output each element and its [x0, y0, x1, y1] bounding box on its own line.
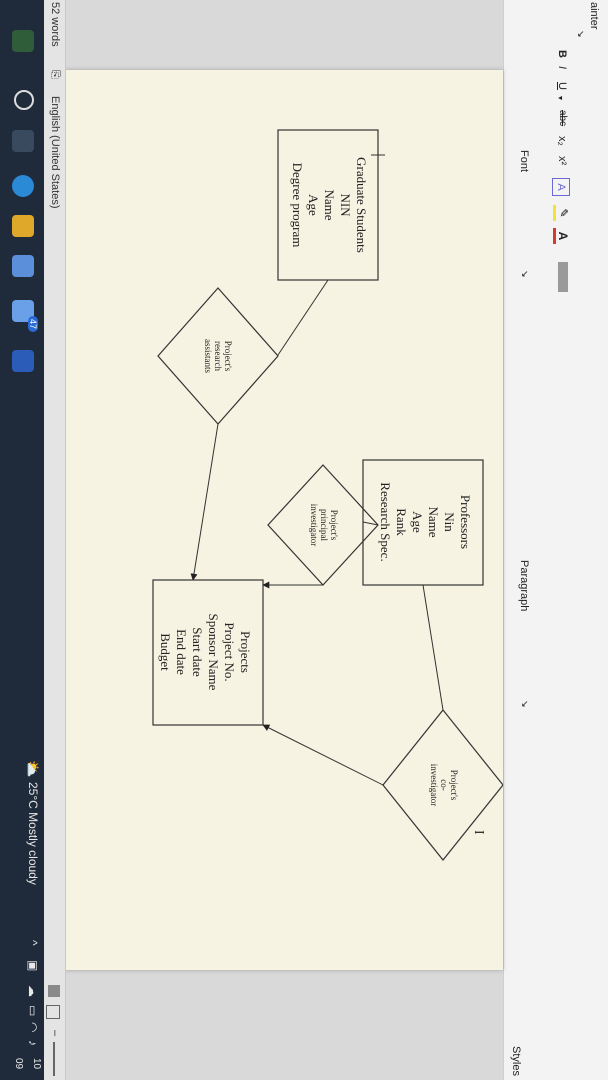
projects-field-no: Project No.: [222, 622, 237, 681]
ribbon-control-gray[interactable]: [558, 262, 568, 292]
projects-field-start: Start date: [190, 627, 205, 677]
italic-button[interactable]: I: [556, 66, 568, 70]
projects-field-sponsor: Sponsor Name: [206, 614, 221, 691]
professors-principal-link: [362, 521, 379, 526]
document-page[interactable]: Graduate Students NIN Name Age Degree pr…: [33, 70, 504, 970]
co-investigator-relationship: [382, 709, 504, 861]
grad-to-assistants-line: [277, 279, 329, 356]
font-color-bar: [553, 228, 556, 244]
format-painter-label[interactable]: ainter: [588, 2, 600, 30]
professors-field-name: Name: [426, 506, 441, 537]
edge-icon[interactable]: [12, 175, 34, 197]
language-indicator[interactable]: English (United States): [49, 96, 61, 209]
paragraph-group-label: Paragraph: [518, 560, 530, 612]
font-launcher-icon[interactable]: ↘: [520, 270, 530, 278]
font-color-icon[interactable]: A: [556, 231, 570, 241]
highlight-icon[interactable]: ✎: [557, 208, 569, 218]
principal-label-1: Project's: [329, 510, 339, 541]
proofing-icon[interactable]: ⎘: [49, 70, 61, 79]
wifi-icon[interactable]: ◠: [26, 1022, 40, 1033]
professors-title: Professors: [458, 495, 473, 549]
battery-icon[interactable]: ▭: [26, 1005, 40, 1017]
graduate-field-nin: NIN: [338, 193, 353, 217]
ribbon: ainter ↘ B I U ▾ abc x₂ x² A ✎ A Font ↘ …: [503, 0, 608, 1080]
co-investigator-label-3: investigator: [429, 764, 439, 807]
professors-field-age: Age: [410, 511, 425, 533]
projects-title: Projects: [238, 631, 253, 673]
professors-field-research: Research Spec.: [378, 482, 393, 561]
graduate-field-name: Name: [322, 189, 337, 220]
zoom-slider[interactable]: [53, 1042, 55, 1076]
font-group-label: Font: [518, 150, 530, 173]
co-investigator-label-2: co-: [439, 779, 449, 791]
zoom-out-button[interactable]: –: [49, 1030, 61, 1037]
graduate-field-degree: Degree program: [290, 163, 305, 248]
projects-field-end: End date: [174, 629, 189, 675]
assistants-label-3: assistants: [203, 339, 213, 373]
professors-field-nin: Nin: [442, 512, 457, 532]
tray-chevron-icon[interactable]: ^: [26, 940, 40, 946]
word-count[interactable]: 52 words: [49, 2, 61, 47]
strikethrough-button[interactable]: abc: [557, 110, 568, 127]
ibeam-cursor-icon: I: [471, 830, 486, 835]
underline-button[interactable]: U: [556, 82, 568, 90]
professors-field-rank: Rank: [394, 508, 409, 536]
volume-icon[interactable]: ♪: [26, 1040, 40, 1046]
status-bar: 52 words ⎘ English (United States) –: [43, 0, 66, 1080]
store-icon[interactable]: [12, 255, 34, 277]
projects-field-budget: Budget: [158, 633, 173, 671]
weather-icon[interactable]: ⛅: [25, 760, 41, 778]
assistants-label-2: research: [213, 341, 223, 371]
projects-entity: [152, 579, 264, 726]
graduate-field-age: Age: [306, 194, 321, 216]
bold-button[interactable]: B: [556, 50, 568, 58]
text-effects-icon[interactable]: A: [552, 178, 570, 196]
co-investigator-label-1: Project's: [449, 770, 459, 801]
windows-taskbar: 47 ⛅ 25°C Mostly cloudy ^ ▣ ☁ ▭ ◠ ♪ 10 0…: [0, 0, 44, 1080]
weather-text[interactable]: 25°C Mostly cloudy: [26, 782, 40, 885]
graduate-students-title: Graduate Students: [354, 157, 369, 253]
highlight-color-bar: [553, 205, 556, 221]
principal-label-3: investigator: [309, 504, 319, 547]
mail-badge: 47: [28, 316, 38, 333]
widget-image-icon[interactable]: [12, 30, 34, 52]
assistants-to-projects-arrow: [190, 423, 219, 581]
document-workspace: Graduate Students NIN Name Age Degree pr…: [33, 0, 504, 1080]
paragraph-launcher-icon[interactable]: ↘: [520, 700, 530, 708]
word-icon[interactable]: [12, 350, 34, 372]
underline-dropdown-icon[interactable]: ▾: [556, 96, 565, 101]
co-investigator-to-projects-arrow: [262, 724, 384, 786]
styles-group-label: Styles: [510, 1046, 522, 1076]
principal-label-2: principal: [319, 509, 329, 541]
professors-to-coinvestigator-line: [422, 584, 444, 711]
tray-device-icon[interactable]: ▣: [26, 960, 40, 972]
subscript-button[interactable]: x₂: [556, 136, 568, 146]
clipboard-launcher-icon[interactable]: ↘: [576, 30, 586, 38]
task-view-icon[interactable]: [12, 130, 34, 152]
clock-time[interactable]: 10: [31, 1058, 42, 1070]
web-layout-icon[interactable]: [46, 1005, 60, 1019]
search-icon[interactable]: [14, 90, 34, 110]
file-explorer-icon[interactable]: [12, 215, 34, 237]
onedrive-icon[interactable]: ☁: [26, 985, 40, 997]
er-diagram: Graduate Students NIN Name Age Degree pr…: [152, 129, 504, 861]
superscript-button[interactable]: x²: [556, 156, 568, 166]
assistants-label-1: Project's: [223, 341, 233, 372]
clock-date[interactable]: 09: [13, 1058, 24, 1070]
print-layout-icon[interactable]: [48, 985, 60, 997]
